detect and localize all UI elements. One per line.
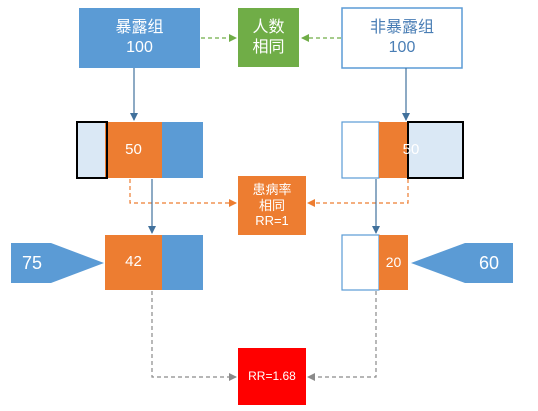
right-result-value: 20 [385, 253, 402, 270]
unexposed-group-box [341, 7, 463, 69]
connector-right-split-to-incidence [307, 179, 409, 207]
unexposed-group-title: 非暴露组 [369, 19, 434, 36]
right-arrow-callout [411, 243, 513, 283]
same-incidence-box [238, 176, 306, 235]
unexposed-group-count: 100 [388, 39, 416, 56]
exposed-group-label: 暴露组 100 [79, 8, 200, 68]
final-rr-value: RR=1.68 [248, 369, 296, 383]
exposed-group-title: 暴露组 [115, 19, 164, 36]
same-count-label: 人数 相同 [238, 8, 299, 67]
left-split-value: 50 [125, 140, 142, 158]
same-incidence-line2: 相同 [258, 197, 285, 213]
same-incidence-line3: RR=1 [255, 213, 289, 229]
same-incidence-label: 患病率 相同 RR=1 [238, 176, 306, 235]
connector-left-split-to-incidence [129, 179, 237, 207]
right-split-value: 50 [402, 140, 420, 158]
same-count-line2: 相同 [252, 38, 285, 56]
left-arrow-value: 75 [21, 252, 43, 273]
exposed-group-box [79, 8, 200, 68]
left-result-bar [105, 235, 203, 290]
right-result-bar [341, 234, 408, 291]
unexposed-group-label: 非暴露组 100 [342, 8, 462, 68]
left-split-bar [76, 121, 203, 179]
same-count-box [238, 8, 299, 67]
right-split-bar [341, 121, 464, 179]
final-rr-box [238, 348, 306, 405]
connector-right-result-to-final [307, 291, 377, 381]
same-count-line1: 人数 [252, 18, 285, 36]
same-incidence-line1: 患病率 [252, 182, 292, 198]
exposed-group-count: 100 [126, 39, 153, 56]
right-arrow-value: 60 [478, 252, 500, 273]
connector-left-result-to-final [151, 291, 237, 381]
left-arrow-callout [11, 243, 104, 283]
left-result-value: 42 [125, 253, 142, 271]
